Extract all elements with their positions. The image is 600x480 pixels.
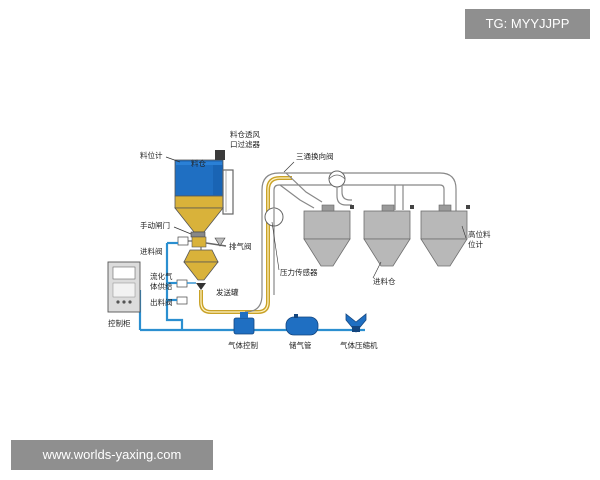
label-outlet-valve: 出料阀 [150,297,173,307]
receiving-bins [303,204,470,267]
label-fluidizing-gas-2: 体供给 [150,281,173,291]
label-gas-control: 气体控制 [228,340,258,350]
label-control-cabinet: 控制柜 [108,318,131,328]
watermark-bottom: www.worlds-yaxing.com [11,440,213,470]
watermark-top: TG: MYYJJPP [465,9,590,39]
label-three-way-valve: 三通换向阀 [296,151,334,161]
label-silo-filter-2: 口过滤器 [230,139,260,149]
label-level-meter: 料位计 [140,150,163,160]
label-receiving-bin: 进料仓 [373,276,396,286]
label-compressor: 气体压缩机 [340,340,378,350]
label-exhaust-valve: 排气阀 [229,241,252,251]
transmitter-tank [183,247,219,290]
feed-silo [174,150,234,233]
label-silo-filter: 料仓透风 [230,129,260,139]
label-high-level: 高位料 [468,229,491,239]
label-pressure-sensor: 压力传感器 [280,267,318,277]
conveying-pipe [244,170,457,313]
label-high-level-2: 位计 [468,239,483,249]
label-air-tank: 储气管 [289,340,312,350]
label-silo: 料仓 [191,158,206,168]
label-transmitter: 发送罐 [216,287,239,297]
gas-control-unit [233,312,255,335]
label-manual-valve: 手动闸门 [140,220,170,230]
label-fluidizing-gas: 流化气 [150,271,173,281]
compressor [345,313,367,333]
control-cabinet [107,261,141,313]
air-tank [285,314,319,336]
label-inlet-valve: 进料阀 [140,246,163,256]
